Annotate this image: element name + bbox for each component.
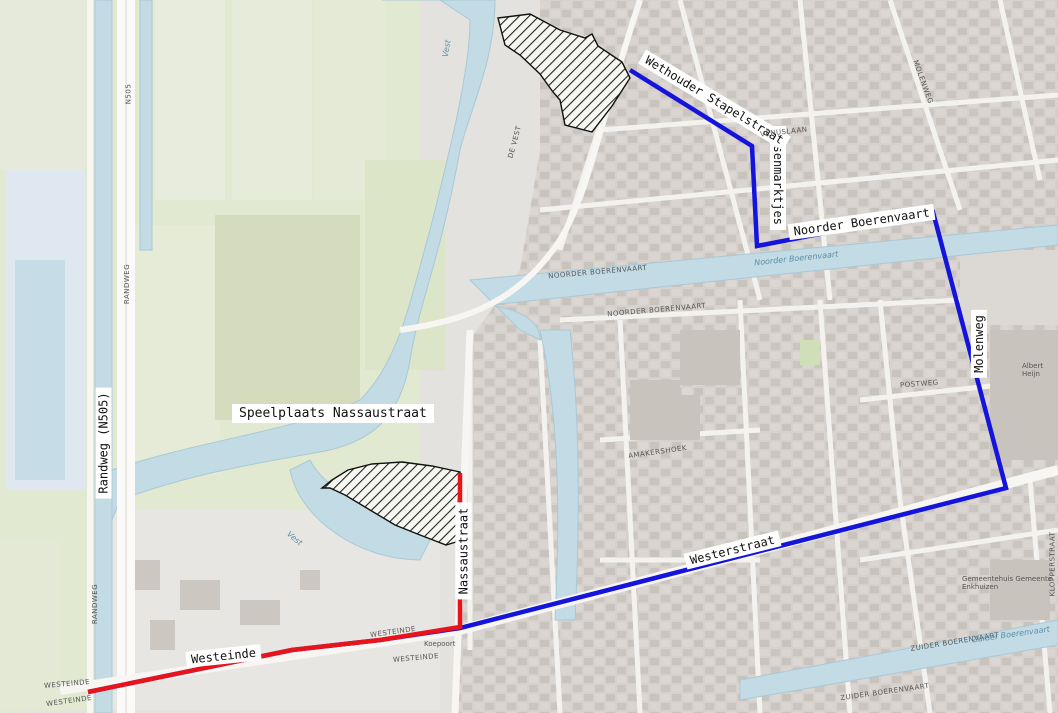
large-buildings: [630, 250, 1058, 620]
street-randweg-2: RANDWEG: [91, 583, 100, 625]
poi-gemeentehuis: Gemeentehuis Gemeente Enkhuizen: [962, 575, 1052, 591]
street-n505: N505: [124, 83, 133, 105]
poi-koepoort: Koepoort: [424, 640, 456, 648]
polder-fields: [0, 0, 445, 713]
label-randweg: Randweg (N505): [95, 387, 112, 499]
poi-albert-heijn: Albert Heijn: [1022, 362, 1044, 378]
hatched-area-north: [497, 13, 631, 133]
label-nassaustraat: Nassaustraat: [455, 502, 472, 600]
label-molenweg: Molenweg: [970, 310, 987, 378]
area-label: Speelplaats Nassaustraat: [232, 404, 434, 423]
street-randweg-1: RANDWEG: [123, 263, 132, 305]
